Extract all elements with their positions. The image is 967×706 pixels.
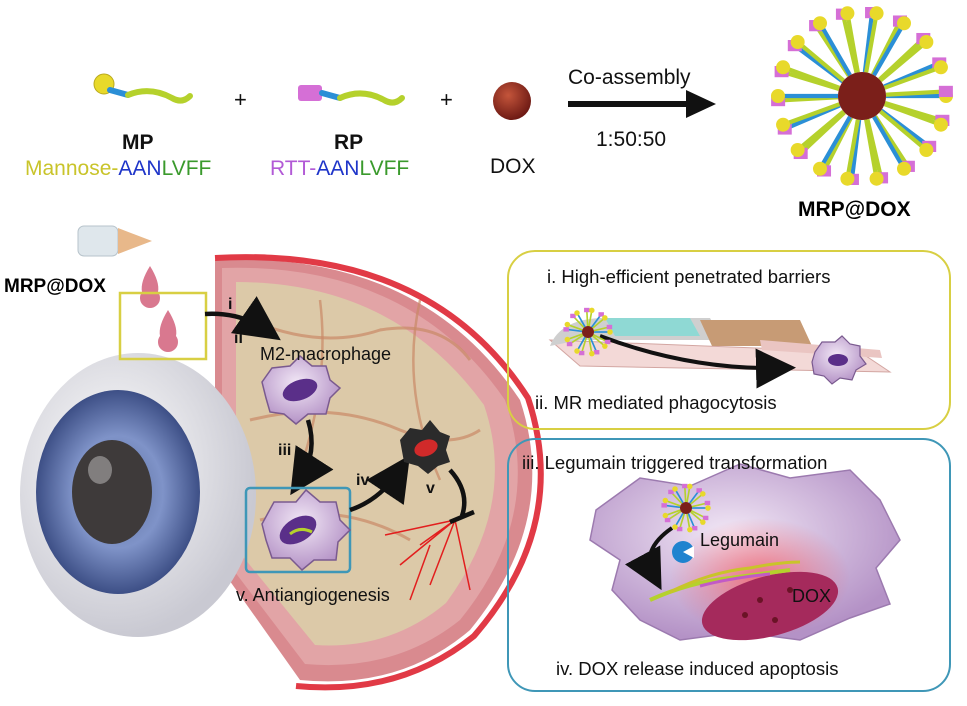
rp-molecule-icon [298,85,405,106]
co-assembly-arrow-icon [568,90,716,118]
zoom-frame [118,291,208,361]
barrier-panel-title: i. High-efficient penetrated barriers [547,266,831,287]
antiangiogenesis-label: v. Antiangiogenesis [236,585,390,605]
mannose-text: Mannose- [25,157,119,180]
arrow-iv-icon [349,455,410,513]
apoptotic-cell-icon [400,420,450,474]
legumain-enzyme-icon [672,541,694,563]
mrp-dox-nanoparticle-icon [771,6,953,186]
target-macrophage-icon [811,335,867,385]
aan-text: AAN [118,157,162,180]
macrophage-label: M2-macrophage [260,344,392,364]
mp-sequence: Mannose-AANLVFF [25,157,211,181]
dropper-icon [77,225,152,257]
eyeball-icon [20,353,256,637]
legumain-label: Legumain [700,530,780,550]
lvff-text: LVFF [161,157,212,180]
step-i-label: i [228,296,233,313]
inhibit-bar-icon [449,509,475,525]
arrow-iii-icon [290,419,334,496]
step-iv-label: iv [356,472,370,489]
dox-inner-label: DOX [792,586,832,606]
nanoparticle-small-icon [563,307,613,357]
rp-label: RP [334,131,364,154]
mp-label: MP [122,131,154,154]
drug-drops-icon [140,266,178,353]
eye-cross-section [214,254,544,691]
rp-sequence: RTT-AANLVFF [270,157,409,181]
arrow-v-icon [448,468,467,517]
product-label: MRP@DOX [798,198,911,221]
lvff-text: LVFF [359,157,410,180]
mp-molecule-icon [93,73,193,104]
nanoparticle-small-icon [661,483,711,533]
legumain-panel-title: iii. Legumain triggered transformation [522,452,828,473]
step-ii-label: ii [234,330,243,347]
barrier-panel-subtitle: ii. MR mediated phagocytosis [535,392,777,413]
aan-text: AAN [316,157,360,180]
plus-sign: + [440,87,453,112]
m2-macrophage-icon [261,354,342,425]
plus-sign: + [234,87,247,112]
step-v-label: v [426,480,435,497]
legumain-transformation-panel [507,438,951,692]
dox-particle-icon [493,82,531,120]
co-assembly-label: Co-assembly [568,66,691,89]
drop-label: MRP@DOX [4,276,106,297]
barrier-penetration-panel [507,250,951,430]
activated-macrophage-icon [261,488,352,572]
arrow-i-ii-icon [204,296,281,341]
rtt-text: RTT- [270,157,317,180]
dox-label: DOX [490,155,536,178]
large-macrophage-icon [589,463,901,641]
ratio-label: 1:50:50 [596,128,667,151]
penetration-arrow-icon [599,334,796,389]
legumain-panel-subtitle: iv. DOX release induced apoptosis [556,658,839,679]
step-iii-label: iii [278,442,292,459]
transformation-arrow-icon [625,526,674,591]
